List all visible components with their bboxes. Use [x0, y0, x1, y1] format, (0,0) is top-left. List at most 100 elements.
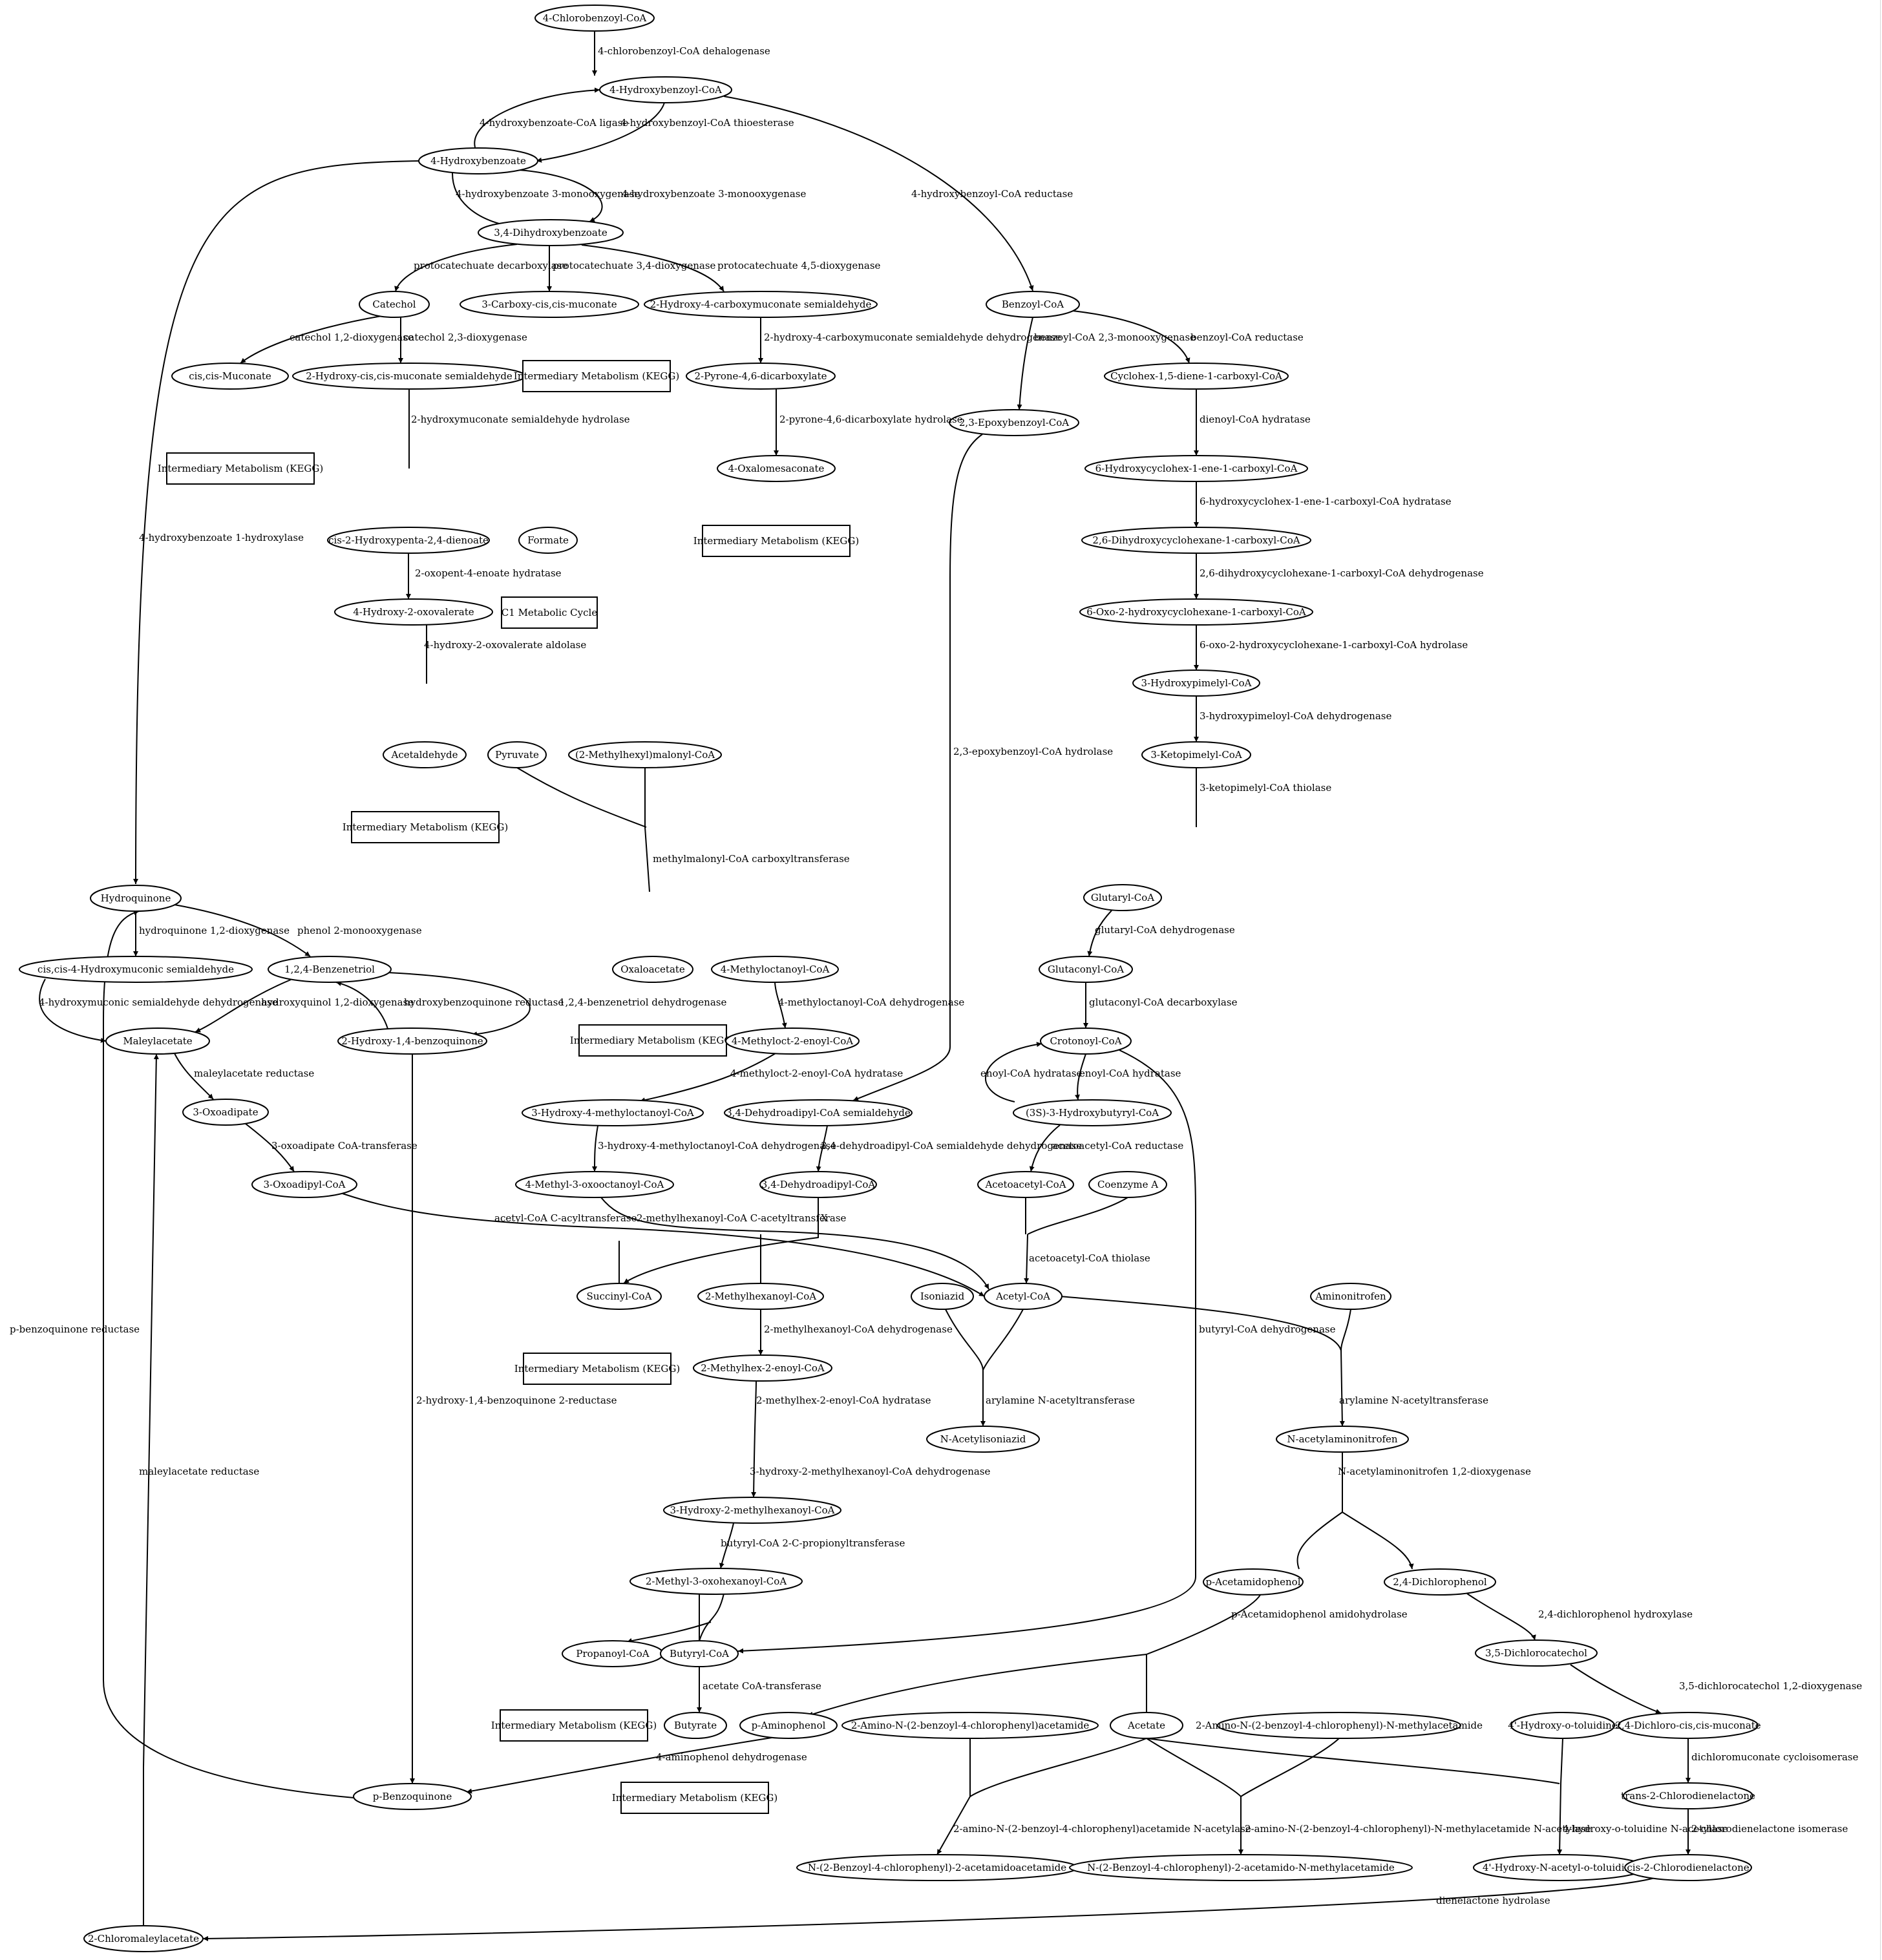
edge-33 — [737, 1049, 1196, 1654]
edge-label: p-benzoquinone reductase — [10, 1323, 140, 1335]
pathway-link-box: Intermediary Metabolism (KEGG) — [612, 1782, 777, 1814]
node-ellipse-shape — [353, 1783, 472, 1810]
node-ellipse-shape — [171, 363, 289, 390]
node-label: Intermediary Metabolism (KEGG) — [514, 1363, 680, 1375]
node-label: Formate — [527, 534, 569, 546]
edge-64 — [143, 1053, 159, 1926]
node-ellipse-shape — [1310, 1283, 1391, 1310]
node-label: 6-Hydroxycyclohex-1-ene-1-carboxyl-CoA — [1095, 463, 1298, 474]
node-ellipse-shape — [986, 291, 1080, 318]
node-ellipse-shape — [629, 1568, 803, 1595]
edge-6 — [133, 160, 421, 885]
compound-node: 3-Ketopimelyl-CoA — [1141, 741, 1251, 768]
compound-node: N-Acetylisoniazid — [926, 1426, 1040, 1453]
node-label: 2,4-Dichloro-cis,cis-muconate — [1615, 1720, 1760, 1731]
compound-node: Pyruvate — [487, 741, 547, 768]
node-label: Intermediary Metabolism (KEGG) — [343, 821, 508, 833]
edge-label: dienoyl-CoA hydratase — [1200, 414, 1311, 425]
edge-label: 2-amino-N-(2-benzoyl-4-chlorophenyl)-N-m… — [1245, 1823, 1591, 1835]
compound-node: 2-Methylhex-2-enoyl-CoA — [693, 1354, 832, 1382]
node-label: 2-Methylhexanoyl-CoA — [705, 1291, 816, 1302]
node-label: 4'-Hydroxy-N-acetyl-o-toluidine — [1483, 1862, 1636, 1873]
node-ellipse-shape — [1384, 1568, 1496, 1596]
node-ellipse-shape — [83, 1925, 204, 1952]
edge-66 — [1146, 1738, 1340, 1855]
node-ellipse-shape — [182, 1099, 269, 1126]
compound-node: 1,2,4-Benzenetriol — [268, 956, 392, 983]
node-label: Crotonoyl-CoA — [1050, 1035, 1121, 1047]
edge-38 — [335, 981, 388, 1029]
node-ellipse-shape — [478, 219, 624, 246]
compound-node: Acetaldehyde — [383, 741, 467, 768]
node-ellipse-shape — [984, 1283, 1063, 1310]
edge-label: 3-oxoadipate CoA-transferase — [271, 1140, 418, 1152]
edge-label: 4-hydroxybenzoate 1-hydroxylase — [139, 532, 304, 543]
node-label: Cyclohex-1,5-diene-1-carboxyl-CoA — [1110, 370, 1282, 382]
edge-label: phenol 2-monooxygenase — [297, 925, 422, 936]
node-label: 3-Oxoadipyl-CoA — [263, 1179, 345, 1190]
edge-label: 2-oxopent-4-enoate hydratase — [415, 567, 562, 579]
compound-node: 2-Hydroxy-1,4-benzoquinone — [337, 1027, 487, 1055]
compound-node: Butyryl-CoA — [660, 1640, 739, 1667]
edge-label: benzoyl-CoA reductase — [1190, 332, 1304, 343]
edge-39 — [387, 972, 531, 1037]
node-ellipse-shape — [1084, 455, 1308, 482]
edge-label: arylamine N-acetyltransferase — [1339, 1395, 1488, 1406]
compound-node: 2-Chloromaleylacetate — [83, 1925, 204, 1952]
node-label: Glutaryl-CoA — [1091, 892, 1154, 903]
compound-node: 2-Hydroxy-cis,cis-muconate semialdehyde — [292, 363, 526, 390]
node-label: Intermediary Metabolism (KEGG) — [158, 463, 323, 474]
compound-node: cis-2-Chlorodienelactone — [1624, 1854, 1752, 1881]
node-label: C1 Metabolic Cycle — [502, 607, 598, 618]
node-label: Propanoyl-CoA — [576, 1648, 649, 1660]
edge-label: 4-hydroxy-2-oxovalerate aldolase — [424, 639, 586, 651]
edge-label: protocatechuate decarboxylase — [414, 260, 567, 271]
node-label: Acetyl-CoA — [995, 1291, 1050, 1302]
node-ellipse-shape — [1088, 1171, 1167, 1198]
node-ellipse-shape — [1141, 741, 1251, 768]
edge-57 — [1466, 1593, 1536, 1641]
compound-node: 4-Methyl-3-oxooctanoyl-CoA — [515, 1171, 674, 1198]
compound-node: p-Acetamidophenol — [1203, 1568, 1304, 1596]
compound-node: 4-Hydroxy-2-oxovalerate — [334, 598, 493, 626]
node-ellipse-shape — [383, 741, 467, 768]
edge-label: 2,3-epoxybenzoyl-CoA hydrolase — [953, 746, 1113, 757]
node-label: N-(2-Benzoyl-4-chlorophenyl)-2-acetamido… — [808, 1862, 1066, 1873]
edge-label: 2-methylhexanoyl-CoA C-acetyltransferase — [637, 1212, 847, 1224]
edge-label: 4-hydroxybenzoate-CoA ligase — [480, 117, 628, 129]
node-box-shape — [620, 1782, 769, 1814]
node-ellipse-shape — [1081, 527, 1311, 554]
compound-node: trans-2-Chlorodienelactone — [1621, 1782, 1755, 1809]
node-label: 4-Oxalomesaconate — [728, 463, 825, 474]
compound-node: 4-Hydroxybenzoyl-CoA — [599, 76, 732, 103]
edge-label: 3,4-dehydroadipyl-CoA semialdehyde dehyd… — [821, 1140, 1082, 1152]
node-ellipse-shape — [90, 885, 182, 912]
node-ellipse-shape — [1510, 1712, 1615, 1739]
edge-label: hydroquinone 1,2-dioxygenase — [139, 925, 290, 936]
node-ellipse-shape — [644, 291, 878, 318]
compound-node: Crotonoyl-CoA — [1040, 1027, 1132, 1055]
node-label: Butyrate — [674, 1720, 717, 1731]
edge-label: catechol 1,2-dioxygenase — [290, 332, 414, 343]
edge-44 — [639, 1053, 776, 1103]
node-ellipse-shape — [725, 1027, 860, 1055]
compound-node: 2,4-Dichloro-cis,cis-muconate — [1615, 1712, 1761, 1739]
node-label: 2,6-Dihydroxycyclohexane-1-carboxyl-CoA — [1092, 534, 1300, 546]
node-ellipse-shape — [1079, 598, 1313, 626]
node-ellipse-shape — [268, 956, 392, 983]
node-ellipse-shape — [759, 1171, 877, 1198]
edge-label: 3,5-dichlorocatechol 1,2-dioxygenase — [1679, 1680, 1862, 1692]
edge-label: maleylacetate reductase — [139, 1466, 259, 1477]
edge-label: 4-hydroxybenzoyl-CoA thioesterase — [620, 117, 794, 129]
edge-52 — [751, 1380, 757, 1498]
edge-label: 1,2,4-benzenetriol dehydrogenase — [559, 996, 726, 1008]
edge-label: 4-hydroxybenzoate 3-monooxygenase — [622, 188, 806, 200]
node-label: 4-Hydroxybenzoate — [430, 155, 526, 167]
node-label: Acetaldehyde — [391, 749, 458, 761]
node-ellipse-shape — [660, 1640, 739, 1667]
node-label: 4-Methyloct-2-enoyl-CoA — [732, 1035, 853, 1047]
edge-37 — [195, 979, 291, 1033]
edge-56 — [808, 1594, 1261, 1716]
node-label: Catechol — [372, 299, 416, 310]
edge-label: 2-methylhex-2-enoyl-CoA hydratase — [756, 1395, 931, 1406]
